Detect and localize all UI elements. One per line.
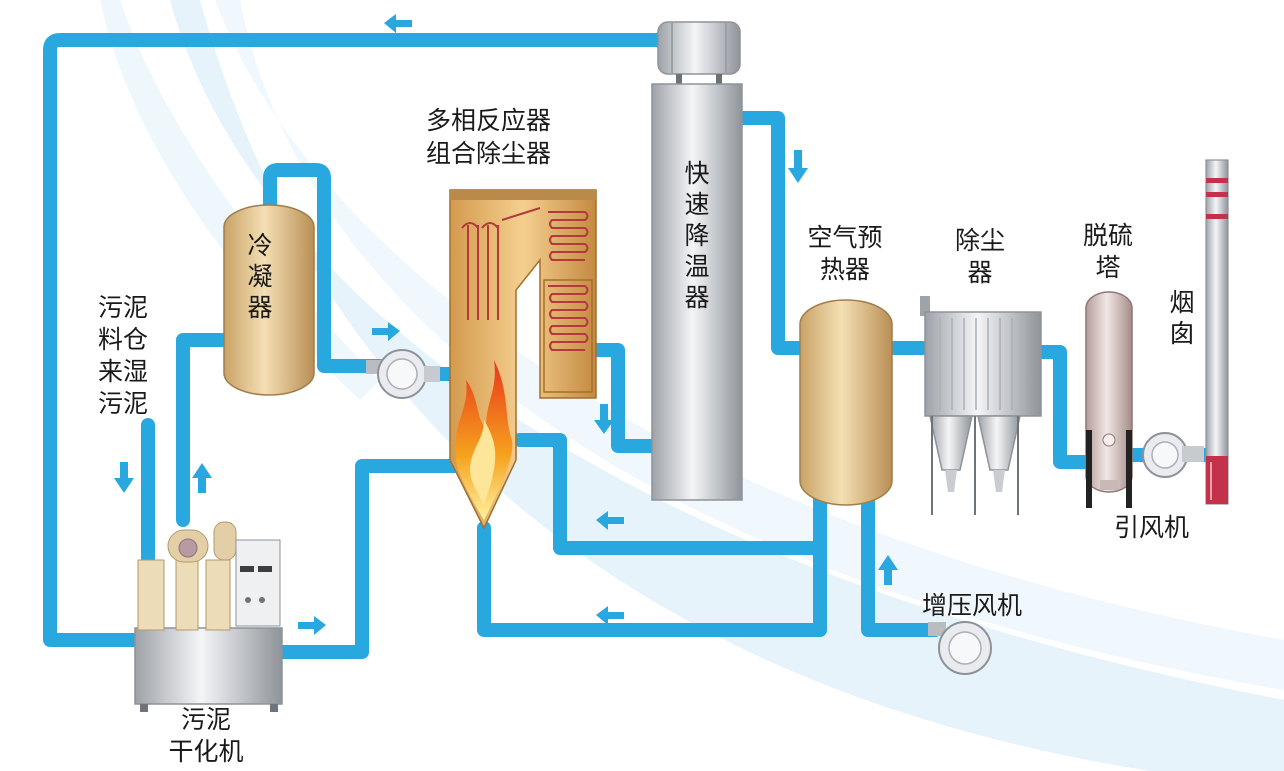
desulfurization-vessel <box>1085 291 1133 508</box>
dryer-label-line-2: 干化机 <box>168 737 244 766</box>
arrow-up-dryer <box>192 463 212 493</box>
pipe-preheater-to-reactor-lower <box>477 493 827 637</box>
induced-draft-fan-label: 引风机 <box>1114 513 1190 542</box>
sludge-dryer-machine <box>134 521 283 712</box>
dust-remover-label-line-1: 除尘 <box>954 226 1005 255</box>
arrow-left-lower <box>596 606 624 625</box>
pipe-booster-to-preheater <box>861 493 942 637</box>
arrow-down-sludge <box>114 462 134 493</box>
arrow-right-condenser <box>372 322 400 341</box>
air-preheater-label-line-2: 热器 <box>819 255 870 284</box>
sludge-bin-label-line-3: 来湿 <box>98 357 149 386</box>
dryer-label-line-1: 污泥 <box>180 705 231 734</box>
desulfurization-tower-label: 脱硫 塔 <box>1068 220 1148 284</box>
booster-fan-label: 增压风机 <box>922 591 1023 620</box>
dust-remover-label-line-2: 器 <box>967 258 993 287</box>
pipe-dryer-return <box>273 459 462 659</box>
pipe-condenser-loop-top <box>263 163 387 373</box>
condenser-label: 冷凝器 <box>247 231 273 322</box>
arrow-left-mid <box>596 511 624 530</box>
flame <box>455 360 513 520</box>
sludge-bin-label-line-1: 污泥 <box>98 293 149 322</box>
dust-remover-unit <box>920 296 1042 515</box>
fan-induced-draft <box>1142 432 1204 478</box>
fan-condenser <box>366 349 440 399</box>
sludge-bin-label: 污泥 料仓 来湿 污泥 <box>98 292 148 420</box>
pipe-preheater-to-reactor-upper <box>513 433 827 555</box>
sludge-bin-label-line-2: 料仓 <box>98 325 149 354</box>
reactor-label-line-1: 多相反应器 <box>426 106 552 135</box>
arrow-right-dryer <box>298 616 326 635</box>
chimney-label: 烟囱 <box>1169 288 1195 348</box>
flow-arrows <box>114 14 898 635</box>
fast-cooler <box>651 83 743 501</box>
dryer-label: 污泥 干化机 <box>158 704 254 768</box>
desulfurization-tower-label-line-2: 塔 <box>1095 253 1121 282</box>
air-preheater-vessel <box>799 299 893 506</box>
sludge-bin-label-line-4: 污泥 <box>98 389 149 418</box>
pipe-dryer-to-condenser <box>176 333 237 527</box>
air-preheater-label: 空气预 热器 <box>790 222 900 286</box>
condenser <box>223 204 315 396</box>
pipe-dust-to-tower <box>1033 345 1095 469</box>
arrow-down-reactor <box>594 404 614 434</box>
reactor-label: 多相反应器 组合除尘器 <box>426 104 551 170</box>
dust-remover-label: 除尘 器 <box>940 225 1020 289</box>
desulfurization-tower-label-line-1: 脱硫 <box>1082 221 1133 250</box>
arrow-up-booster <box>878 555 898 585</box>
cooler-label: 快速降温器 <box>684 159 710 312</box>
fan-booster <box>928 621 992 675</box>
pipe-top-loop <box>43 33 667 647</box>
arrow-down-cooler <box>788 150 808 183</box>
pipe-reactor-to-cooler <box>589 343 662 453</box>
pipe-cooler-to-preheater <box>733 111 812 355</box>
top-tank <box>657 21 741 84</box>
chimney-stack <box>1205 159 1229 505</box>
arrow-left-top <box>384 14 412 33</box>
air-preheater-label-line-1: 空气预 <box>807 223 883 252</box>
reactor-label-line-2: 组合除尘器 <box>426 139 552 168</box>
